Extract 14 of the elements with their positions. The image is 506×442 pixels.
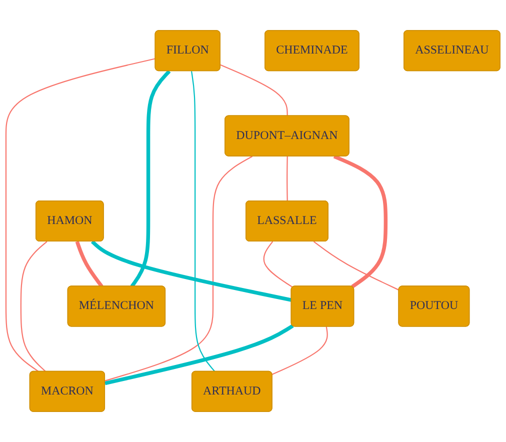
connector	[90, 240, 292, 302]
connector	[220, 64, 288, 116]
connector	[20, 241, 48, 372]
connector	[190, 71, 216, 372]
connector	[104, 324, 294, 386]
connector	[5, 58, 156, 372]
connector	[130, 70, 171, 288]
connector	[313, 241, 400, 291]
connector	[263, 241, 294, 288]
connector	[286, 156, 288, 202]
connector	[272, 326, 328, 375]
connector	[333, 154, 388, 288]
connector	[104, 156, 253, 382]
connector	[75, 240, 104, 288]
